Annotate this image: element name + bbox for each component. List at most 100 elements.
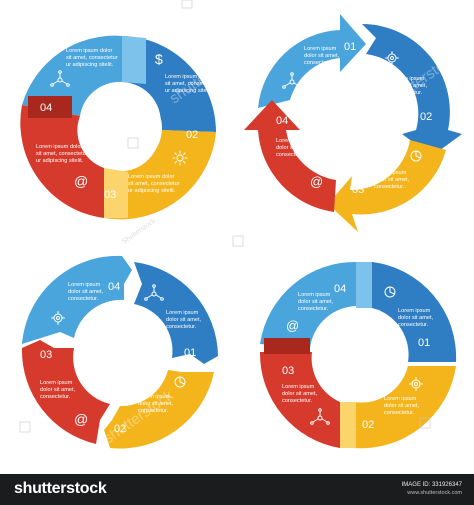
segment-02-yellow	[104, 370, 214, 449]
circle-diagram-4: 04 Lorem ipsum dolor sit amet, consectet…	[259, 261, 457, 449]
pie-chart-icon	[384, 286, 396, 298]
gear-icon	[385, 51, 399, 65]
seg2-short1: Lorem ipsum	[138, 394, 171, 400]
dollar-icon: $	[155, 51, 163, 67]
seg1-short2: dolor sit amet,	[398, 315, 434, 321]
label-04: 04	[40, 102, 52, 114]
label-01: 01	[184, 347, 196, 359]
footer-logo: shutterstock	[14, 480, 107, 497]
label-01: 01	[344, 41, 356, 53]
seg2-line2: sit amet, consectetur	[165, 81, 217, 87]
label-03: 03	[352, 184, 364, 196]
watermark-box	[181, 0, 193, 9]
seg4-line2: sit amet, consectetur	[36, 151, 88, 157]
seg1-line1: Lorem ipsum dolor	[66, 48, 112, 54]
segment-03-red	[259, 352, 340, 448]
seg3-short3: consectetur.	[374, 184, 405, 190]
segment-04-light-blue	[22, 255, 132, 344]
pie-chart-icon	[174, 376, 186, 388]
network-icon	[310, 408, 330, 425]
network-icon	[282, 72, 302, 89]
label-02: 02	[362, 419, 374, 431]
site-url: www.shutterstock.com	[407, 490, 462, 496]
seg4-short1: Lorem ipsum	[298, 292, 331, 298]
label-03: 03	[282, 365, 294, 377]
circle-diagram-1: Lorem ipsum dolor sit amet, consectetur …	[20, 35, 217, 220]
seg4-short1: Lorem ipsum	[276, 138, 309, 144]
seg3-short2: dolor sit amet,	[282, 391, 318, 397]
segment-04-tab	[28, 96, 72, 118]
seg4-short2: dolor sit amet,	[68, 289, 104, 295]
pie-chart-icon	[410, 150, 422, 162]
segment-01-light-blue	[22, 35, 122, 117]
gear-icon	[51, 311, 65, 325]
segment-01-dark-blue	[372, 262, 457, 362]
seg2-short3: consectetur.	[138, 408, 169, 414]
arrow-03-yellow	[328, 140, 446, 232]
seg4-short3: consectetur.	[276, 152, 307, 158]
segment-04-light-blue	[260, 261, 358, 348]
seg2-line3: ur adipiscing sitelit.	[165, 88, 213, 94]
label-02: 02	[420, 111, 432, 123]
watermark-box	[232, 235, 244, 247]
segment-03-tab	[104, 168, 128, 218]
seg4-short3: consectetur.	[298, 306, 329, 312]
seg1-short3: consectetur.	[166, 324, 197, 330]
seg2-short2: dolor sit amet,	[392, 83, 428, 89]
seg2-short1: Lorem ipsum	[392, 76, 425, 82]
seg1-short3: consectetur.	[398, 322, 429, 328]
segment-01-dark-blue	[134, 262, 218, 364]
gear-icon	[409, 377, 423, 391]
seg3-short1: Lorem ipsum	[374, 170, 407, 176]
label-04: 04	[334, 283, 346, 295]
seg1-short3: consectetur.	[304, 60, 335, 66]
seg4-short2: dolor sit amet,	[276, 145, 312, 151]
seg3-line2: sit amet, consectetur	[128, 181, 180, 187]
label-04: 04	[108, 281, 120, 293]
segment-03-red	[21, 340, 110, 444]
at-icon: @	[310, 174, 323, 189]
seg3-short1: Lorem ipsum	[282, 384, 315, 390]
arrow-04-red	[244, 100, 336, 212]
seg3-line1: Lorem ipsum dolor	[128, 174, 174, 180]
sun-icon	[172, 150, 188, 166]
image-id: IMAGE ID: 331926347	[401, 482, 462, 488]
arrow-02-dark-blue	[362, 24, 462, 156]
circle-diagram-2: 01 Lorem ipsum dolor sit amet, consectet…	[244, 14, 462, 232]
watermark-box	[127, 137, 139, 149]
label-03: 03	[104, 189, 116, 201]
circle-diagram-3: 04 Lorem ipsum dolor sit amet, consectet…	[21, 255, 218, 449]
seg3-short3: consectetur.	[40, 394, 71, 400]
seg1-short1: Lorem ipsum	[304, 46, 337, 52]
seg1-short1: Lorem ipsum	[398, 308, 431, 314]
segment-04-red	[20, 105, 104, 218]
seg3-short3: consectetur.	[282, 398, 313, 404]
seg2-line1: Lorem ipsum dolor	[165, 74, 211, 80]
watermark-box	[19, 421, 31, 433]
seg2-short2: dolor sit amet,	[138, 401, 174, 407]
label-02: 02	[186, 129, 198, 141]
label-01: 01	[418, 337, 430, 349]
seg4-line3: ur adipiscing sitelit.	[36, 158, 84, 164]
watermark-box	[419, 417, 431, 429]
seg2-short3: consectetur.	[384, 410, 415, 416]
seg3-short2: dolor sit amet,	[40, 387, 76, 393]
seg3-short2: dolor sit amet,	[374, 177, 410, 183]
seg3-short1: Lorem ipsum	[40, 380, 73, 386]
segment-02-yellow	[354, 366, 456, 449]
network-icon	[50, 70, 70, 87]
seg2-short2: dolor sit amet,	[384, 403, 420, 409]
segment-02-yellow	[104, 130, 216, 220]
seg4-short1: Lorem ipsum	[68, 282, 101, 288]
seg4-line1: Lorem ipsum dolor	[36, 144, 82, 150]
seg1-short1: Lorem ipsum	[166, 310, 199, 316]
segment-02-tab	[338, 402, 356, 448]
watermark-small-text: Shutterstock	[121, 217, 157, 245]
segment-04-tab	[356, 262, 374, 308]
footer-bar: shutterstock IMAGE ID: 331926347 www.shu…	[0, 474, 474, 505]
arrow-01-light-blue	[258, 14, 366, 108]
seg1-line2: sit amet, consectetur	[66, 55, 118, 61]
seg3-line3: ur adipiscing sitelit.	[128, 188, 176, 194]
seg2-short3: consectetur.	[392, 90, 423, 96]
